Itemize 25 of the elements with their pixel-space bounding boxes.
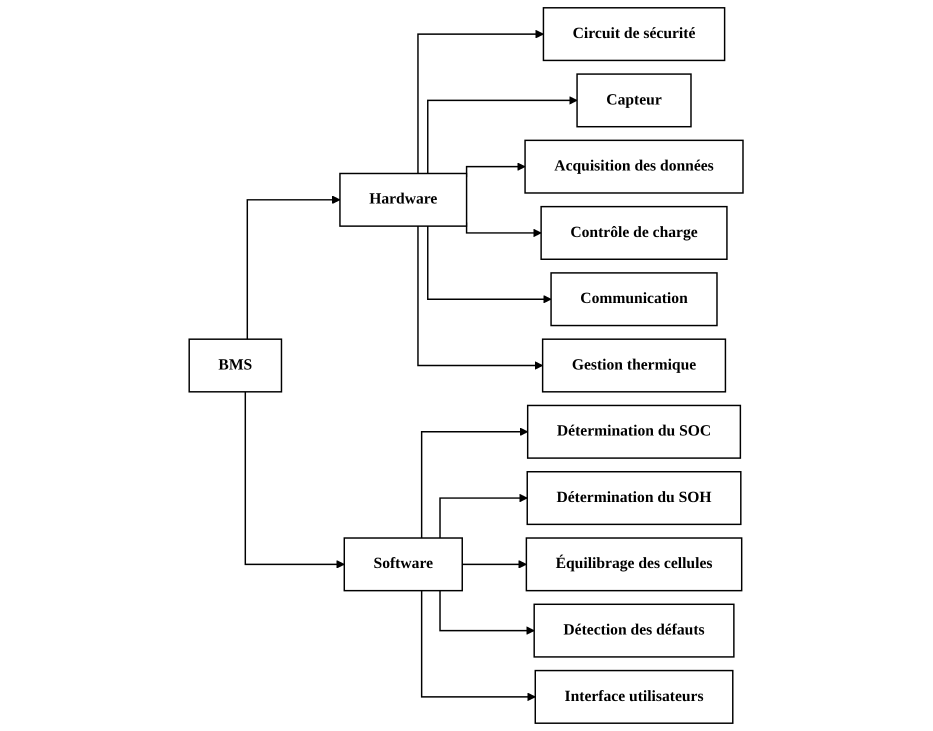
arrow [440, 494, 528, 538]
arrow [427, 96, 578, 174]
arrow [421, 428, 528, 538]
node-box: BMS [188, 338, 283, 393]
node-box: Interface utilisateurs [534, 670, 734, 724]
arrow [440, 590, 535, 635]
arrow [418, 226, 544, 370]
arrow [418, 30, 544, 174]
node-box: Détermination du SOH [526, 471, 742, 526]
node-box: Circuit de sécurité [543, 7, 726, 62]
node-box: Contrôle de charge [540, 206, 728, 260]
node-box: Acquisition des données [524, 140, 744, 194]
arrow [246, 196, 341, 340]
arrow [421, 590, 536, 702]
node-box: Équilibrage des cellules [526, 537, 743, 592]
node-box: Détermination du SOC [527, 404, 742, 459]
node-box: Gestion thermique [542, 338, 727, 393]
node-box: Détection des défauts [534, 604, 735, 658]
node-box: Software [344, 537, 464, 592]
node-box: Capteur [576, 73, 692, 128]
arrow [462, 560, 528, 569]
arrow [427, 226, 552, 304]
arrow [244, 392, 346, 569]
node-box: Communication [550, 272, 718, 326]
node-box: Hardware [340, 172, 468, 227]
